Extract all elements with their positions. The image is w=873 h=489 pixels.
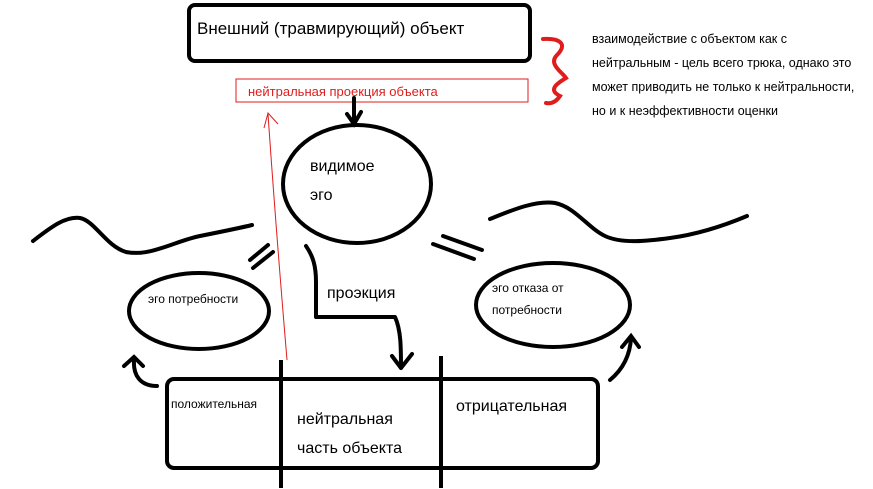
part-negative-label: отрицательная — [456, 398, 568, 415]
visible-ego-ellipse — [281, 123, 433, 245]
neutral-projection-box — [235, 78, 529, 103]
projection-label: проэкция — [327, 285, 396, 302]
part-neutral-line2: часть объекта — [297, 440, 402, 457]
arrow-to-ego-need — [122, 354, 159, 388]
ego-need-label: эго потребности — [148, 292, 239, 306]
double-stroke-left — [248, 243, 275, 270]
projection-arrow — [304, 244, 414, 370]
wave-right — [488, 200, 749, 244]
interaction-note: взаимодействие с объектом как с нейтраль… — [592, 27, 854, 123]
note-line: взаимодействие с объектом как с — [592, 32, 787, 46]
double-stroke-right — [431, 234, 484, 261]
note-line: может приводить не только к нейтральност… — [592, 80, 855, 94]
outer-object-box — [187, 3, 532, 63]
arrow-to-ego-refusal — [608, 332, 641, 382]
object-parts-box — [165, 377, 600, 470]
wave-left — [31, 215, 254, 255]
ego-need-ellipse — [127, 271, 271, 351]
part-positive-label: положительная — [171, 397, 258, 411]
note-line: нейтральным - цель всего трюка, однако э… — [592, 56, 852, 70]
neutral-projection-label: нейтральная проекция объекта — [248, 84, 438, 99]
outer-object-label: Внешний (травмирующий) объект — [197, 19, 465, 38]
visible-ego-line1: видимое — [310, 158, 375, 175]
visible-ego-line2: эго — [310, 187, 333, 204]
note-line: но и к неэффективности оценки — [592, 104, 778, 118]
ego-refusal-line2: потребности — [492, 303, 562, 317]
ego-refusal-ellipse — [474, 261, 632, 349]
red-brace — [541, 36, 569, 106]
ego-refusal-line1: эго отказа от — [492, 281, 564, 295]
part-neutral-line1: нейтральная — [297, 411, 393, 428]
red-arrow-up — [263, 111, 288, 361]
